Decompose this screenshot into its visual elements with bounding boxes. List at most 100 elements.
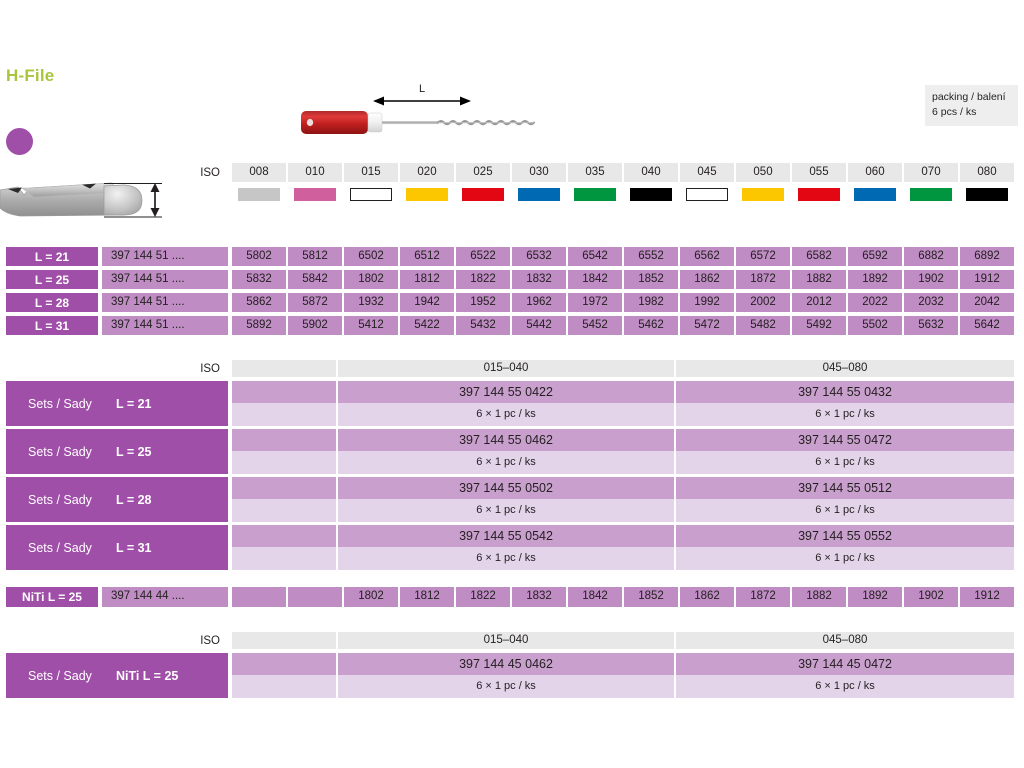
main-cell: 5422 (400, 316, 454, 335)
main-cell: 5632 (904, 316, 958, 335)
main-cell: 5642 (960, 316, 1014, 335)
niti-cell: 1832 (512, 587, 566, 607)
iso-size-015: 015 (344, 163, 398, 182)
niti-cell: 1812 (400, 587, 454, 607)
main-cell: 6582 (792, 247, 846, 266)
niti-cell (288, 587, 342, 607)
sets-iso-label: ISO (200, 362, 220, 375)
swatch-010 (294, 188, 336, 201)
main-cell: 5452 (568, 316, 622, 335)
sets-pcs-right: 6 × 1 pc / ks (676, 547, 1014, 570)
iso-size-045: 045 (680, 163, 734, 182)
iso-label: ISO (200, 166, 220, 179)
main-cell: 1982 (624, 293, 678, 312)
product-color-dot (6, 128, 33, 155)
sets-blank-top (232, 429, 336, 451)
swatch-020 (406, 188, 448, 201)
main-cell: 6892 (960, 247, 1014, 266)
sets-word: Sets / Sady (28, 540, 92, 555)
iso-size-008: 008 (232, 163, 286, 182)
main-cell: 6522 (456, 247, 510, 266)
instrument-illustration: L (285, 80, 575, 140)
iso-size-050: 050 (736, 163, 790, 182)
sets-blank-top (232, 525, 336, 547)
main-cell: 2012 (792, 293, 846, 312)
main-cell: 5862 (232, 293, 286, 312)
iso-color-swatch-050 (736, 185, 790, 204)
sets-code-left: 397 144 55 0422 (338, 381, 674, 403)
main-cell: 1842 (568, 270, 622, 289)
iso-color-swatch-025 (456, 185, 510, 204)
niti-sets-length: NiTi L = 25 (115, 668, 179, 683)
main-cell: 1892 (848, 270, 902, 289)
niti-cell: 1862 (680, 587, 734, 607)
main-cell: 6572 (736, 247, 790, 266)
main-row-length-label: L = 25 (6, 270, 98, 289)
iso-color-swatch-035 (568, 185, 622, 204)
main-cell: 6882 (904, 247, 958, 266)
sets-code-right: 397 144 55 0432 (676, 381, 1014, 403)
main-cell: 5872 (288, 293, 342, 312)
main-cell: 6532 (512, 247, 566, 266)
niti-cell (232, 587, 286, 607)
main-cell: 1972 (568, 293, 622, 312)
main-cell: 6512 (400, 247, 454, 266)
iso-color-swatch-030 (512, 185, 566, 204)
main-cell: 1802 (344, 270, 398, 289)
niti-sets-row-label: Sets / Sady NiTi L = 25 (6, 653, 228, 698)
sets-range-right: 045–080 (676, 360, 1014, 377)
packing-box: packing / balení 6 pcs / ks (925, 85, 1018, 127)
swatch-045 (686, 188, 728, 201)
main-row-length-label: L = 21 (6, 247, 98, 266)
niti-cell: 1852 (624, 587, 678, 607)
main-cell: 5412 (344, 316, 398, 335)
sets-blank-top (232, 477, 336, 499)
iso-color-swatch-008 (232, 185, 286, 204)
main-cell: 6542 (568, 247, 622, 266)
main-cell: 1942 (400, 293, 454, 312)
main-cell: 1992 (680, 293, 734, 312)
niti-cell: 1912 (960, 587, 1014, 607)
niti-sets-range-right: 045–080 (676, 632, 1014, 649)
swatch-030 (518, 188, 560, 201)
iso-color-swatch-055 (792, 185, 846, 204)
sets-header-blank (232, 360, 336, 377)
sets-pcs-left: 6 × 1 pc / ks (338, 499, 674, 522)
main-row-length-label: L = 31 (6, 316, 98, 335)
iso-color-swatch-045 (680, 185, 734, 204)
iso-color-swatch-040 (624, 185, 678, 204)
iso-size-035: 035 (568, 163, 622, 182)
main-row-prefix: 397 144 51 .... (102, 270, 228, 289)
swatch-040 (630, 188, 672, 201)
sets-word: Sets / Sady (28, 444, 92, 459)
swatch-025 (462, 188, 504, 201)
sets-pcs-right: 6 × 1 pc / ks (676, 403, 1014, 426)
main-cell: 5902 (288, 316, 342, 335)
iso-size-025: 025 (456, 163, 510, 182)
sets-blank-bottom (232, 499, 336, 522)
sets-pcs-right: 6 × 1 pc / ks (676, 451, 1014, 474)
sets-length: L = 21 (115, 396, 152, 411)
iso-size-060: 060 (848, 163, 902, 182)
swatch-035 (574, 188, 616, 201)
sets-pcs-left: 6 × 1 pc / ks (338, 451, 674, 474)
swatch-060 (854, 188, 896, 201)
iso-size-010: 010 (288, 163, 342, 182)
swatch-015 (350, 188, 392, 201)
sets-code-left: 397 144 55 0502 (338, 477, 674, 499)
main-cell: 1832 (512, 270, 566, 289)
sets-pcs-right: 6 × 1 pc / ks (676, 499, 1014, 522)
swatch-070 (910, 188, 952, 201)
niti-sets-blank-bottom (232, 675, 336, 698)
niti-sets-word: Sets / Sady (28, 668, 92, 683)
main-cell: 1872 (736, 270, 790, 289)
niti-cell: 1872 (736, 587, 790, 607)
sets-blank-bottom (232, 403, 336, 426)
swatch-055 (798, 188, 840, 201)
sets-length: L = 25 (115, 444, 152, 459)
